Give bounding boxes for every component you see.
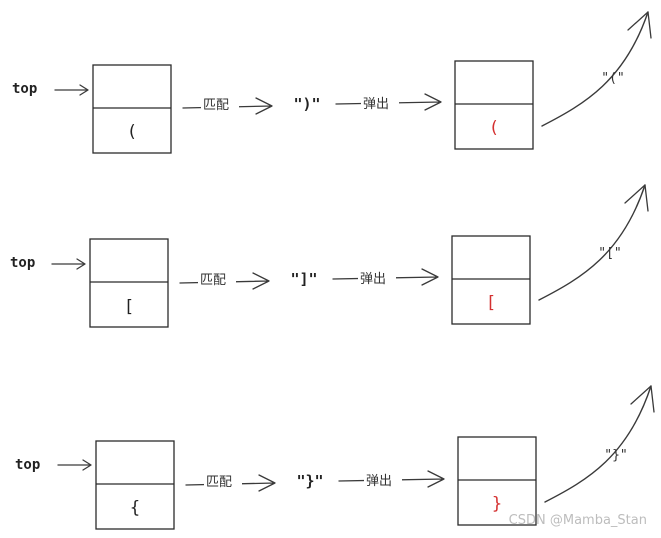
stack-box — [92, 64, 172, 154]
result-quote: "}" — [604, 448, 627, 463]
pop-label-bg — [361, 93, 399, 111]
match-label: 匹配 — [206, 475, 232, 490]
row-2: top [ 匹配 "]" 弹出 [ "[" — [10, 184, 649, 328]
top-pointer-arrow — [51, 258, 86, 270]
match-label-bg — [204, 472, 242, 490]
exit-arrowhead — [624, 184, 649, 212]
exit-arrowhead — [627, 11, 652, 39]
pop-label-bg — [364, 470, 402, 488]
closing-quote: ")" — [293, 95, 320, 113]
closing-quote: "]" — [290, 270, 317, 288]
exit-curve — [544, 385, 652, 503]
top-label: top — [12, 81, 37, 97]
match-label: 匹配 — [203, 98, 229, 113]
pop-label: 弹出 — [363, 97, 389, 112]
top-label: top — [10, 255, 35, 271]
popped-char: ( — [489, 118, 499, 138]
popped-char: [ — [486, 293, 496, 313]
pop-label: 弹出 — [366, 474, 392, 489]
top-pointer-arrow — [57, 459, 92, 471]
result-box — [451, 235, 531, 325]
stack-box — [89, 238, 169, 328]
closing-quote: "}" — [296, 472, 323, 490]
popped-char: } — [492, 494, 502, 514]
exit-curve — [538, 184, 646, 301]
stack-char: [ — [124, 297, 134, 317]
exit-curve — [541, 11, 649, 127]
watermark: CSDN @Mamba_Stan — [508, 513, 647, 528]
row-1: top ( 匹配 ")" 弹出 ( "(" — [12, 11, 652, 154]
stack-char: { — [130, 498, 140, 518]
result-box — [457, 436, 537, 526]
stack-char: ( — [127, 122, 137, 142]
result-quote: "[" — [598, 246, 621, 261]
match-label: 匹配 — [200, 273, 226, 288]
result-box — [454, 60, 534, 150]
stack-box — [95, 440, 175, 530]
match-label-bg — [198, 270, 236, 288]
exit-arrowhead — [630, 385, 655, 413]
result-quote: "(" — [601, 71, 624, 86]
match-label-bg — [201, 95, 239, 113]
top-label: top — [15, 457, 40, 473]
pop-label: 弹出 — [360, 272, 386, 287]
row-3: top { 匹配 "}" 弹出 } "}" — [15, 385, 655, 530]
pop-label-bg — [358, 268, 396, 286]
top-pointer-arrow — [54, 84, 89, 96]
